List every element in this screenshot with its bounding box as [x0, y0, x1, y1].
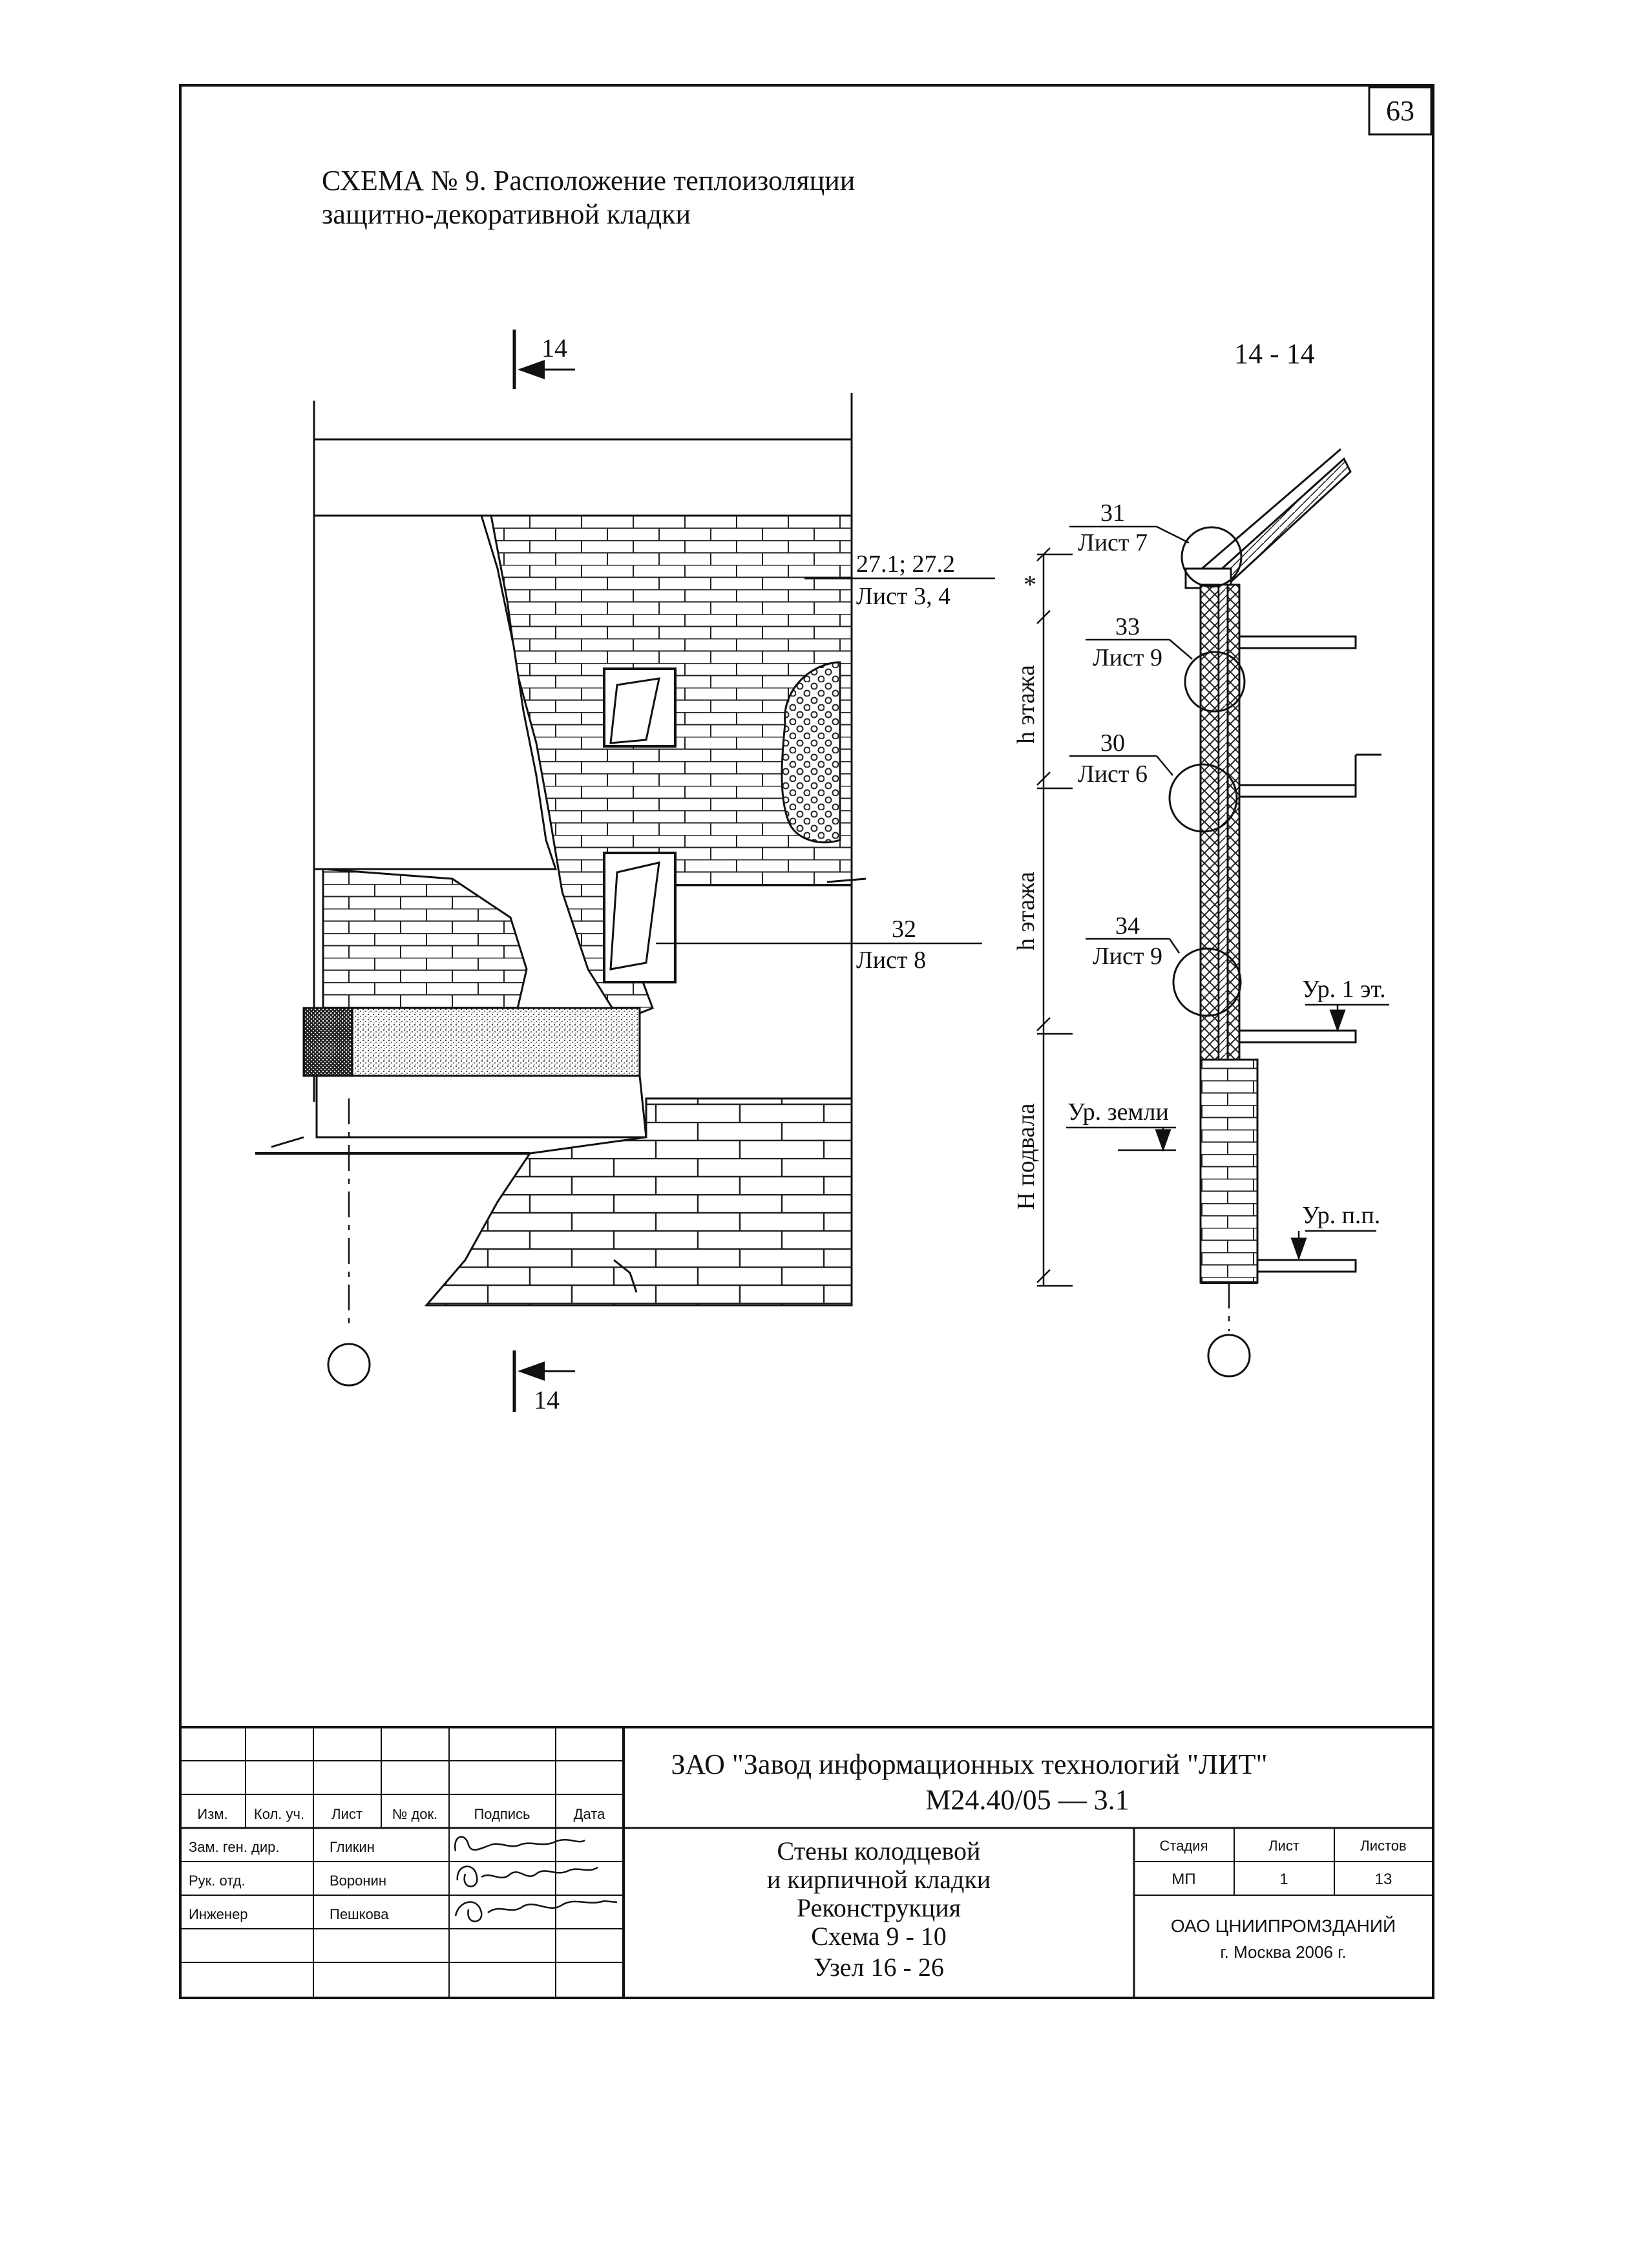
col-kol-uch: Кол. уч.: [254, 1806, 304, 1822]
section-mark-bottom-label: 14: [534, 1385, 560, 1414]
window-upper: [603, 667, 677, 748]
stage-header: Стадия: [1160, 1838, 1208, 1854]
document-code: М24.40/05 — 3.1: [925, 1784, 1129, 1816]
col-izm: Изм.: [197, 1806, 227, 1822]
callout-31-sheet: Лист 7: [1078, 529, 1148, 556]
sheet-header: Лист: [1268, 1838, 1299, 1854]
desc-line-2: и кирпичной кладки: [767, 1865, 991, 1894]
organization-name: ЗАО "Завод информационных технологий "ЛИ…: [671, 1748, 1268, 1780]
dim-floor-2: h этажа: [1013, 872, 1040, 950]
section-view: 14 - 14: [1013, 338, 1389, 1378]
section-mark-top: 14: [512, 330, 575, 389]
page-number: 63: [1386, 95, 1414, 127]
section-title: 14 - 14: [1234, 338, 1315, 370]
section-mark-top-label: 14: [541, 333, 567, 362]
desc-line-4: Схема 9 - 10: [811, 1922, 947, 1951]
callout-27-sheet: Лист 3, 4: [856, 583, 951, 610]
callout-34-sheet: Лист 9: [1093, 943, 1162, 970]
org2-line-2: г. Москва 2006 г.: [1220, 1942, 1346, 1962]
grid-axis-circle-right: [1207, 1334, 1251, 1378]
title-line-1: СХЕМА № 9. Расположение теплоизоляции: [322, 165, 855, 196]
level-ground-label: Ур. земли: [1067, 1098, 1169, 1126]
sheets-value: 13: [1375, 1871, 1392, 1888]
title-line-2: защитно-декоративной кладки: [322, 198, 691, 230]
window-lower: [603, 852, 677, 983]
section-mark-bottom: 14: [512, 1350, 575, 1414]
level-floor-1-label: Ур. 1 эт.: [1302, 976, 1386, 1003]
callout-33-num: 33: [1115, 613, 1140, 640]
desc-line-3: Реконструкция: [797, 1893, 961, 1922]
org2-line-1: ОАО ЦНИИПРОМЗДАНИЙ: [1171, 1916, 1396, 1936]
callout-34: 34 Лист 9: [1086, 912, 1181, 970]
col-nom-dok: № док.: [392, 1806, 438, 1822]
callout-30-sheet: Лист 6: [1078, 761, 1148, 788]
callout-31-num: 31: [1100, 499, 1125, 527]
callout-32-sheet: Лист 8: [856, 947, 926, 974]
callout-33: 33 Лист 9: [1086, 613, 1193, 671]
sheets-header: Листов: [1360, 1838, 1406, 1854]
staff-name-1: Гликин: [330, 1839, 375, 1855]
level-ground: Ур. земли: [1066, 1098, 1176, 1152]
staff-name-3: Пешкова: [330, 1906, 389, 1922]
elevation-view: 14 14 27.1; 27.2 Лист 3, 4 32 Лист 8: [255, 330, 995, 1414]
desc-line-5: Узел 16 - 26: [814, 1953, 944, 1982]
col-podpis: Подпись: [474, 1806, 530, 1822]
dim-floor-1: h этажа: [1013, 665, 1040, 744]
level-basement-label: Ур. п.п.: [1302, 1202, 1380, 1229]
sheet-value: 1: [1279, 1871, 1288, 1888]
callout-30: 30 Лист 6: [1069, 730, 1173, 788]
callout-32: 32 Лист 8: [656, 916, 982, 974]
staff-role-3: Инженер: [189, 1906, 248, 1922]
callout-27: 27.1; 27.2 Лист 3, 4: [804, 551, 995, 610]
callout-31: 31 Лист 7: [1069, 499, 1190, 556]
page-number-box: 63: [1368, 86, 1433, 136]
col-data: Дата: [574, 1806, 605, 1822]
level-floor-1: Ур. 1 эт.: [1302, 976, 1389, 1033]
callout-27-num: 27.1; 27.2: [856, 551, 955, 578]
col-list: Лист: [331, 1806, 362, 1822]
staff-name-2: Воронин: [330, 1873, 386, 1889]
staff-role-1: Зам. ген. дир.: [189, 1839, 280, 1855]
grid-axis-circle-left: [327, 1343, 371, 1387]
title-block-text: ЗАО "Завод информационных технологий "ЛИ…: [189, 1748, 1407, 1982]
callout-34-num: 34: [1115, 912, 1140, 940]
callout-33-sheet: Лист 9: [1093, 644, 1162, 671]
level-basement-floor: Ур. п.п.: [1290, 1202, 1380, 1261]
staff-role-2: Рук. отд.: [189, 1873, 246, 1889]
callout-30-num: 30: [1100, 730, 1125, 757]
callout-32-num: 32: [892, 916, 916, 943]
stage-value: МП: [1171, 1871, 1195, 1888]
title-block: [179, 1726, 1434, 1999]
section-star: *: [1024, 570, 1036, 599]
dim-basement: H подвала: [1013, 1103, 1040, 1210]
signatures: [454, 1836, 618, 1922]
desc-line-1: Стены колодцевой: [777, 1836, 981, 1865]
